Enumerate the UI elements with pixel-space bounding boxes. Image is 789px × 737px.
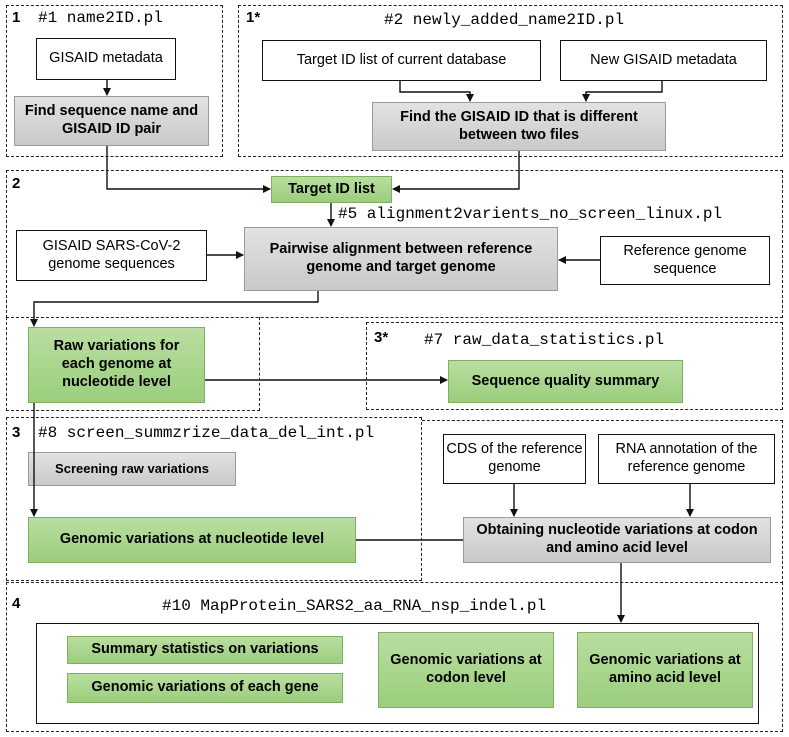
gisaid-metadata-box: GISAID metadata <box>36 38 176 80</box>
new-gisaid-metadata-box: New GISAID metadata <box>560 40 767 81</box>
rna-annotation-box: RNA annotation of the reference genome <box>598 434 775 484</box>
section-1star-script: #2 newly_added_name2ID.pl <box>384 11 625 29</box>
obtaining-codon-box: Obtaining nucleotide variations at codon… <box>463 517 771 563</box>
genomic-nucleotide-box: Genomic variations at nucleotide level <box>28 517 356 563</box>
summary-stats-box: Summary statistics on variations <box>67 636 343 664</box>
section-1-number: 1 <box>12 9 21 26</box>
reference-genome-box: Reference genome sequence <box>600 236 770 285</box>
section-2-script: #5 alignment2varients_no_screen_linux.pl <box>338 205 723 223</box>
genomic-amino-box: Genomic variations at amino acid level <box>577 632 753 708</box>
section-4-output-frame <box>36 623 759 724</box>
section-4-region <box>6 582 783 732</box>
section-1star-number: 1* <box>246 9 261 26</box>
sequence-quality-box: Sequence quality summary <box>448 360 683 403</box>
genomic-codon-box: Genomic variations at codon level <box>378 632 554 708</box>
section-3star-number: 3* <box>374 329 389 346</box>
section-1-script: #1 name2ID.pl <box>38 9 163 27</box>
raw-variations-box: Raw variations for each genome at nucleo… <box>28 327 205 403</box>
pairwise-alignment-box: Pairwise alignment between reference gen… <box>244 227 558 291</box>
cds-reference-box: CDS of the reference genome <box>443 434 586 484</box>
find-diff-box: Find the GISAID ID that is different bet… <box>372 102 666 151</box>
find-pair-box: Find sequence name and GISAID ID pair <box>14 96 209 146</box>
section-3-right-region <box>422 420 783 584</box>
section-3-script: #8 screen_summzrize_data_del_int.pl <box>38 424 375 442</box>
section-2-number: 2 <box>12 175 21 192</box>
section-3star-script: #7 raw_data_statistics.pl <box>424 331 665 349</box>
target-id-current-box: Target ID list of current database <box>262 40 541 81</box>
section-3star-region <box>366 322 783 410</box>
genomic-each-gene-box: Genomic variations of each gene <box>67 673 343 703</box>
section-3-number: 3 <box>12 424 21 441</box>
section-4-number: 4 <box>12 595 21 612</box>
section-2-lower-region <box>6 317 260 411</box>
target-id-list-box: Target ID list <box>271 176 392 203</box>
screening-box: Screening raw variations <box>28 452 236 486</box>
section-4-script: #10 MapProtein_SARS2_aa_RNA_nsp_indel.pl <box>162 597 547 615</box>
section-3-region <box>6 417 422 581</box>
genome-sequences-box: GISAID SARS-CoV-2 genome sequences <box>16 230 207 281</box>
